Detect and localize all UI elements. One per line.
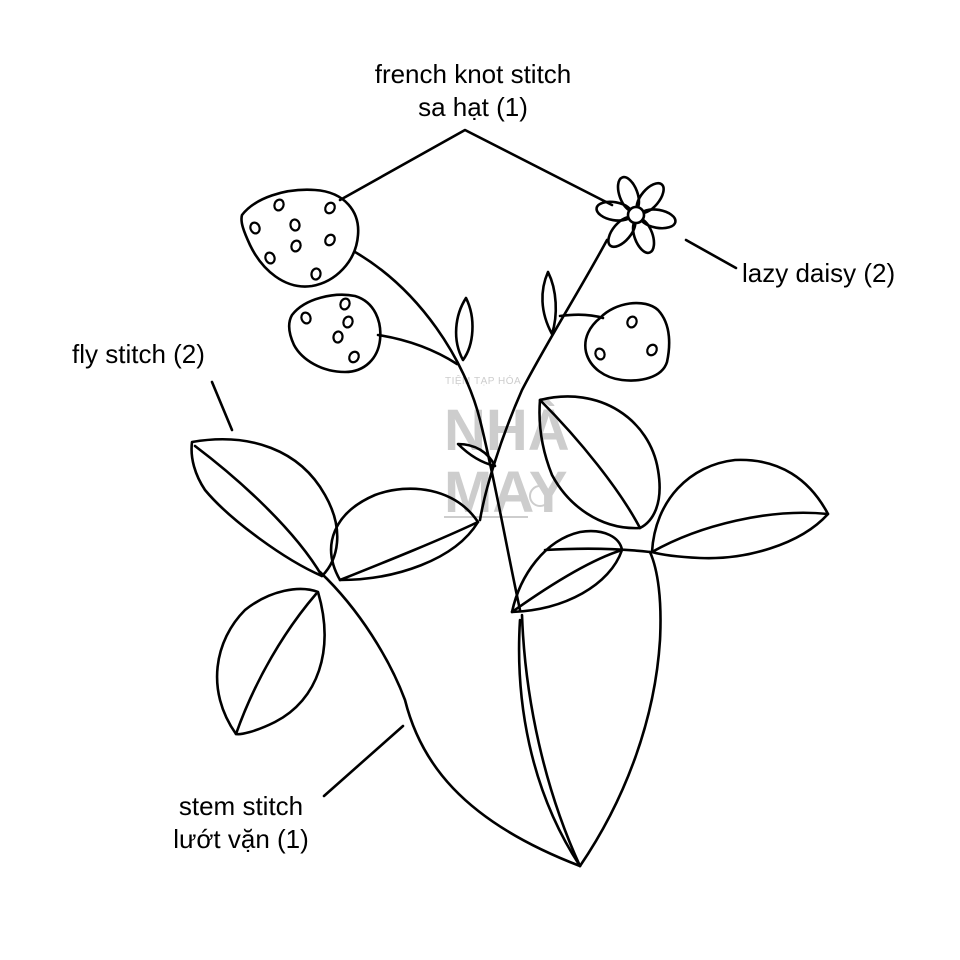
- seed: [300, 311, 312, 325]
- leaf-bottom-large: [517, 550, 662, 868]
- strawberry-lower-left: [287, 293, 382, 374]
- seed: [348, 350, 360, 364]
- left-lower-berry-stem: [376, 333, 459, 366]
- lazy-daisy-label: lazy daisy (2): [742, 257, 895, 290]
- fly-stitch-label: fly stitch (2): [72, 338, 205, 371]
- leaves: [190, 395, 830, 868]
- seed: [264, 251, 276, 265]
- small-leaf-center: [541, 270, 558, 336]
- big-leaf-stem: [318, 570, 582, 868]
- lazy-daisy-label-line1: lazy daisy (2): [742, 258, 896, 288]
- lazy-daisy-leader-line: [684, 238, 738, 270]
- seed: [324, 233, 336, 247]
- left-main-stem: [353, 250, 522, 612]
- seed: [594, 347, 606, 361]
- seed: [339, 297, 351, 311]
- leaf-upper-center-vein: [338, 520, 480, 582]
- stem-stitch-label: stem stitch lướt vặn (1): [160, 790, 322, 856]
- leaf-lower-left-vein: [234, 592, 318, 736]
- seed: [646, 343, 658, 357]
- flower-center: [626, 205, 646, 225]
- leader-lines: [210, 128, 738, 798]
- seed: [310, 267, 322, 281]
- stem-stitch-label-line2: lướt vặn (1): [173, 824, 309, 854]
- seed: [324, 201, 336, 215]
- french-knot-label-line2: sa hạt (1): [418, 92, 528, 122]
- leaf-upper-center: [329, 487, 480, 582]
- small-leaf-left: [454, 296, 474, 362]
- seed: [332, 330, 344, 344]
- stem-stitch-label-line1: stem stitch: [178, 791, 304, 821]
- center-main-stem: [478, 238, 609, 522]
- french-knot-leader-line: [338, 128, 614, 207]
- leaf-center-large: [538, 395, 661, 530]
- leaf-bottom-large-vein: [520, 613, 582, 868]
- small-leaf-bottom: [456, 442, 497, 468]
- strawberries: [240, 188, 671, 382]
- yarn-ball-icon: [529, 485, 551, 507]
- leaf-right: [650, 458, 830, 560]
- leaf-upper-left-vein: [193, 444, 324, 578]
- strawberry-right: [584, 301, 671, 382]
- seed: [273, 198, 285, 212]
- french-knot-label: french knot stitch sa hạt (1): [358, 58, 588, 124]
- small-leaves: [454, 270, 558, 468]
- leaf-right-vein: [650, 511, 830, 554]
- stems: [318, 238, 652, 868]
- watermark-line2: MAY: [444, 460, 568, 525]
- seed: [626, 315, 638, 329]
- connector-stem-right: [543, 547, 652, 554]
- leaf-center-lower-vein: [510, 548, 624, 614]
- fly-stitch-label-line1: fly stitch (2): [72, 339, 205, 369]
- seed: [342, 315, 354, 329]
- leaf-center-large-vein: [538, 398, 642, 530]
- watermark-top-text: TIỆM TẠP HÓA: [445, 374, 521, 387]
- leaf-lower-left: [215, 587, 326, 736]
- french-knot-label-line1: french knot stitch: [374, 59, 572, 89]
- seed: [289, 218, 301, 232]
- stem-stitch-leader-line: [322, 724, 405, 798]
- leaf-center-lower: [510, 529, 624, 614]
- seed: [249, 221, 261, 235]
- lazy-daisy-flower: [595, 175, 677, 255]
- fly-stitch-leader-line: [210, 380, 234, 432]
- right-berry-stem: [558, 313, 605, 320]
- seed: [290, 239, 302, 253]
- strawberry-top-left: [240, 188, 360, 288]
